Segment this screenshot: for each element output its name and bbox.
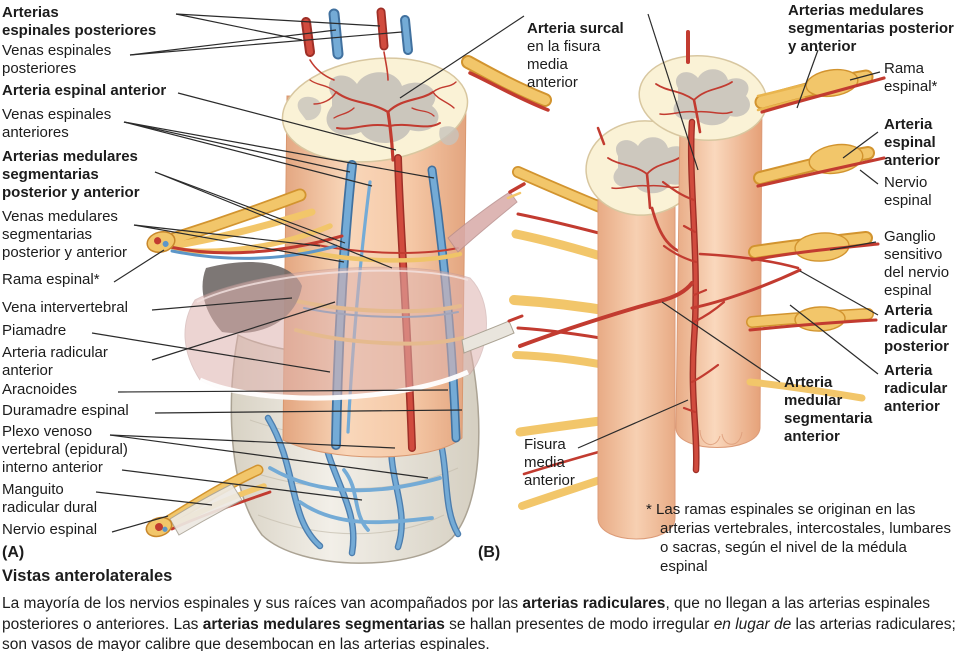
label-arteria-radicular-anterior-b: Arteria radicular anterior — [884, 362, 948, 415]
figure-caption: La mayoría de los nervios espinales y su… — [2, 595, 956, 651]
label-venas-medulares-segmentarias: Venas medulares segmentarias posterior y… — [2, 208, 128, 261]
panel-b-tag: (B) — [478, 544, 501, 561]
label-rama-espinal-a: Rama espinal* — [2, 271, 100, 288]
panel-a-drawing — [145, 7, 526, 564]
label-rama-espinal-b: Rama espinal* — [884, 60, 938, 95]
label-arteria-radicular-anterior-a: Arteria radicular anterior — [2, 344, 108, 379]
label-venas-espinales-posteriores: Venas espinales posteriores — [2, 42, 112, 77]
label-arteria-espinal-anterior-b: Arteria espinal anterior — [884, 116, 940, 169]
label-arteria-medular-segmentaria: Arteria medular segmentaria anterior — [784, 374, 873, 445]
label-arterias-medulares-segmentarias-b: Arterias medulares segmentarias posterio… — [788, 2, 954, 55]
label-arteria-radicular-posterior: Arteria radicular posterior — [884, 302, 950, 355]
label-plexo-venoso-vertebral: Plexo venoso vertebral (epidural) intern… — [2, 423, 128, 476]
label-nervio-espinal-a: Nervio espinal — [2, 521, 98, 538]
label-ganglio-sensitivo: Ganglio sensitivo del nervio espinal — [884, 228, 950, 299]
panel-b-drawing — [461, 30, 886, 540]
label-arteria-surcal-rest: en la fisura media anterior — [527, 38, 601, 91]
label-vena-intervertebral: Vena intervertebral — [2, 299, 128, 316]
label-aracnoides: Aracnoides — [2, 381, 78, 398]
label-piamadre: Piamadre — [2, 322, 67, 339]
footnote-ramas-espinales: * Las ramas espinales se originan en las… — [646, 501, 951, 575]
label-venas-espinales-anteriores: Venas espinales anteriores — [2, 106, 112, 141]
label-fisura-media-anterior: Fisura media anterior — [524, 436, 575, 489]
label-manguito-radicular-dural: Manguito radicular dural — [2, 481, 98, 516]
label-arterias-espinales-posteriores: Arterias espinales posteriores — [2, 4, 157, 39]
label-arteria-espinal-anterior: Arteria espinal anterior — [2, 82, 167, 99]
label-arteria-surcal-title: Arteria surcal — [527, 20, 624, 37]
label-nervio-espinal-b: Nervio espinal — [884, 174, 932, 209]
view-title: Vistas anterolaterales — [2, 567, 173, 585]
label-duramadre-espinal: Duramadre espinal — [2, 402, 129, 419]
panel-a-tag: (A) — [2, 544, 25, 561]
leader-lines — [91, 13, 881, 533]
label-arterias-medulares-segmentarias: Arterias medulares segmentarias posterio… — [2, 148, 140, 201]
